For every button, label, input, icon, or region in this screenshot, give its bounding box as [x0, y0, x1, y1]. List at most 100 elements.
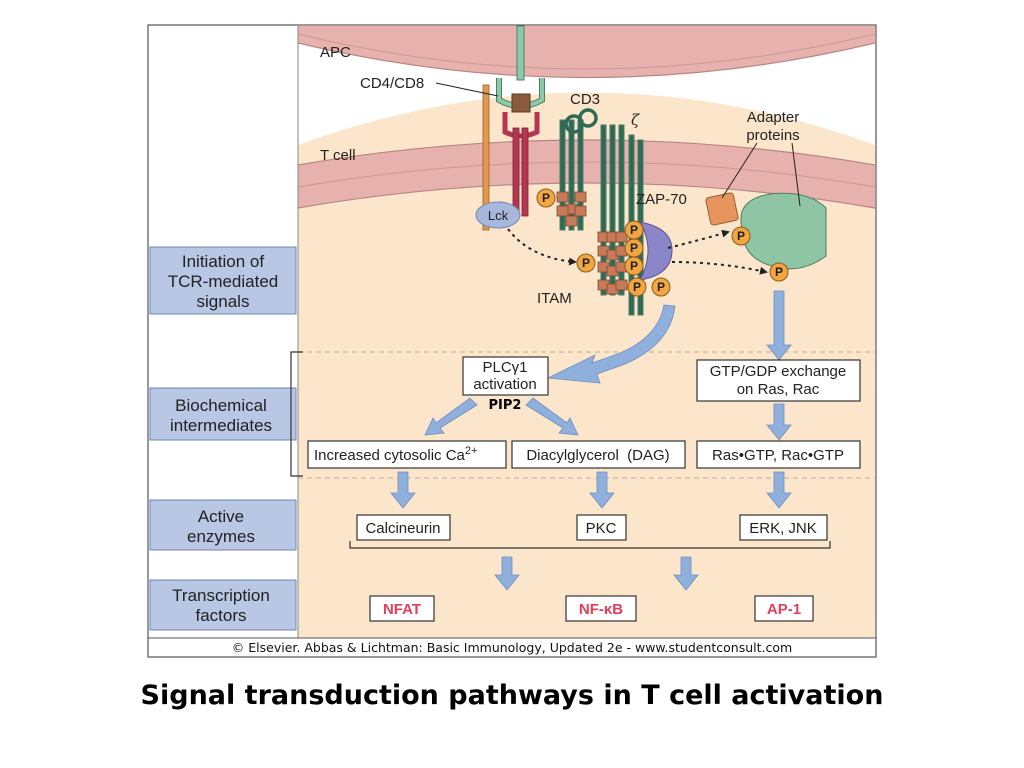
tcr-beta-chain [521, 127, 529, 217]
calcineurin-box [356, 514, 451, 541]
gtp-exchange-box [696, 359, 861, 402]
phospho-p1: P [536, 188, 556, 208]
phospho-p6: P [627, 277, 647, 297]
ca-to-calcineurin-arrow [390, 471, 416, 509]
activation-arrows [507, 228, 768, 275]
phospho-p8: P [731, 226, 751, 246]
calcium-superscript: 2+ [465, 445, 478, 457]
stage-box-transcription [149, 579, 297, 631]
plc-line1: PLCγ1 [482, 359, 527, 376]
calcineurin-label: Calcineurin [365, 520, 440, 537]
lck-kinase [475, 201, 521, 229]
tcell-membrane [298, 140, 875, 208]
tcell-label: T cell [320, 147, 356, 164]
cd3-chain [609, 124, 616, 296]
stage-biochemical-line1: Biochemical [175, 396, 267, 415]
phospho-p4: P [576, 253, 596, 273]
flow-arrows [390, 290, 792, 591]
calcium-label: Increased cytosolic Ca [314, 447, 466, 464]
gtp-to-ras-arrow [766, 403, 792, 441]
itam-label: ITAM [537, 290, 572, 307]
mhc-stalk [516, 25, 525, 81]
zap70-to-adapter2-arrow [671, 261, 768, 275]
erk-jnk-box [739, 514, 828, 541]
phospho-p2: P [624, 220, 644, 240]
svg-text:P: P [737, 229, 745, 243]
stage-box-biochemical [149, 387, 297, 441]
zap70-label: ZAP-70 [636, 191, 687, 208]
stage-initiation-line3: signals [197, 292, 250, 311]
pkc-box [576, 514, 627, 541]
svg-text:P: P [542, 191, 550, 205]
stage-enzymes-line1: Active [198, 507, 244, 526]
svg-text:P: P [630, 241, 638, 255]
peptide-antigen [511, 93, 531, 113]
zeta-label: ζ [631, 111, 640, 129]
cd3-chain [568, 119, 575, 231]
stage-transcription-line1: Transcription [172, 586, 270, 605]
plc-to-dag-arrow [525, 397, 579, 436]
stage-initiation-line2: TCR-mediated [168, 272, 279, 291]
stage-box-initiation [149, 246, 297, 315]
pip2-label: PIP2 [489, 398, 522, 413]
svg-text:P: P [582, 256, 590, 270]
erk-jnk-label: ERK, JNK [749, 520, 817, 537]
stage-enzymes-line2: enzymes [187, 527, 255, 546]
gtp-line2: on Ras, Rac [737, 381, 820, 398]
signal-transduction-diagram: Initiation of TCR-mediated signals Bioch… [147, 24, 877, 658]
ras-gtp-box [696, 440, 861, 469]
zap70-to-plc-arrow [546, 304, 676, 384]
adapter-label-line2: proteins [746, 127, 799, 144]
nfkb-label: NF-κB [579, 601, 623, 618]
phospho-p7: P [651, 277, 671, 297]
cd4cd8-label: CD4/CD8 [360, 75, 424, 92]
phospho-p5: P [624, 256, 644, 276]
svg-text:P: P [630, 223, 638, 237]
calcium-text: Increased cytosolic Ca2+ [314, 445, 477, 464]
apc-membrane [298, 26, 875, 78]
nfkb-box [565, 595, 637, 622]
adapter-label-line1: Adapter [747, 109, 800, 126]
label-pointers [435, 82, 801, 207]
dag-label: Diacylglycerol (DAG) [526, 447, 669, 464]
plc-box [462, 356, 549, 396]
stage-labels: Initiation of TCR-mediated signals Bioch… [149, 246, 297, 631]
nfat-label: NFAT [383, 601, 421, 618]
cd3-chain [600, 124, 607, 296]
ras-to-erk-arrow [766, 471, 792, 509]
zap70-to-adapter-arrow [667, 229, 730, 249]
cd3-ectodomains [564, 108, 598, 134]
adapter-protein-large [740, 192, 827, 270]
stage-biochemical-line2: intermediates [170, 416, 272, 435]
phosphates: P P P P P P P P P [536, 188, 789, 297]
plc-to-ca-arrow [424, 397, 478, 436]
cd4cd8-coreceptor [482, 84, 490, 231]
svg-text:P: P [630, 259, 638, 273]
pkc-label: PKC [586, 520, 617, 537]
gtp-line1: GTP/GDP exchange [710, 363, 846, 380]
pathway-nodes: PLCγ1 activation PIP2 GTP/GDP exchange o… [307, 356, 861, 622]
nfat-box [369, 595, 435, 622]
ap1-label: AP-1 [767, 601, 801, 618]
enzymes-to-tf-arrow-right [673, 556, 699, 591]
cd3-chain [559, 119, 566, 231]
cd3-chain [618, 124, 625, 296]
itam-segments [556, 191, 628, 295]
enzymes-bracket [349, 541, 831, 549]
slide-caption: Signal transduction pathways in T cell a… [140, 680, 884, 711]
phospho-p9: P [769, 262, 789, 282]
lck-label: Lck [488, 208, 509, 223]
lck-to-itam-arrow [507, 228, 577, 266]
copyright-text: © Elsevier. Abbas & Lichtman: Basic Immu… [232, 640, 792, 655]
tcr-alpha-chain [512, 127, 520, 217]
ras-gtp-label: Ras•GTP, Rac•GTP [712, 447, 844, 464]
ap1-box [754, 595, 814, 622]
biochemical-bracket [290, 351, 303, 477]
adapter-protein-small [705, 192, 739, 226]
apc-label: APC [320, 44, 351, 61]
plc-line2: activation [473, 376, 536, 393]
cd3-label: CD3 [570, 91, 600, 108]
stage-transcription-line2: factors [195, 606, 246, 625]
phospho-p3: P [624, 238, 644, 258]
adapter-to-gtp-arrow [766, 290, 792, 361]
